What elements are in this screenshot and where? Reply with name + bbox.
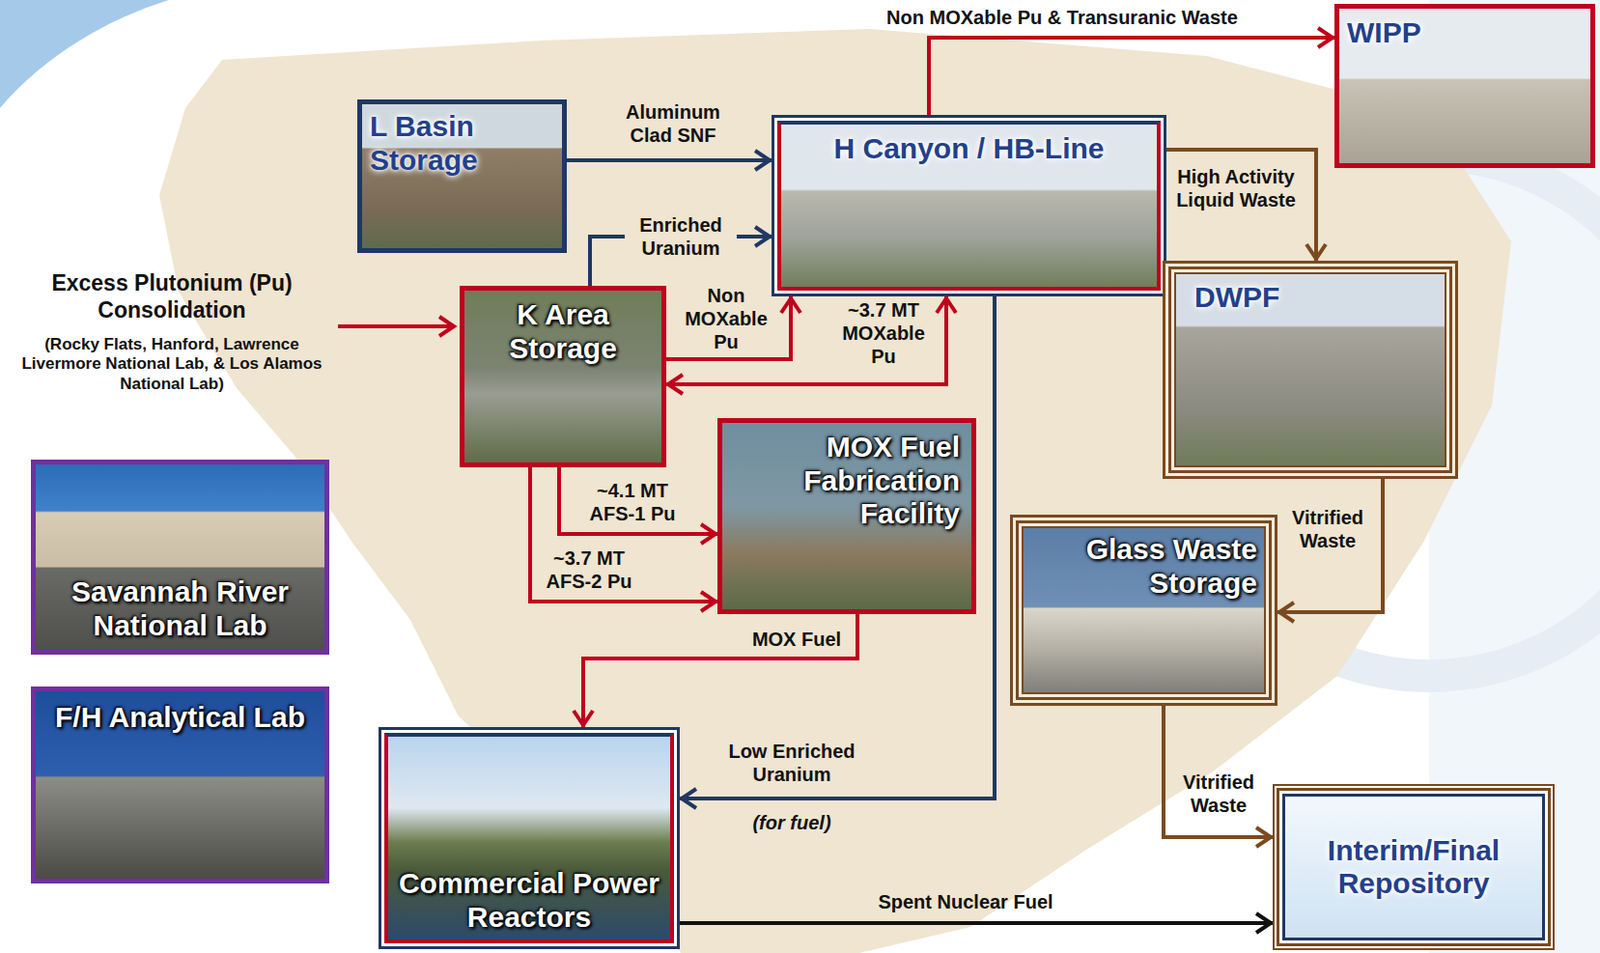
arrow-head (1306, 244, 1326, 259)
node-title: Commercial Power Reactors (395, 867, 663, 934)
flow-label-text: Non MOXable Pu & Transuranic Waste (886, 5, 1238, 29)
flow-line (530, 467, 718, 602)
facility-box: DWPF (1168, 266, 1453, 474)
arrow-head (1256, 827, 1271, 847)
flow-label: Aluminum Clad SNF (615, 100, 731, 147)
flow-label-text: Enriched Uranium (624, 212, 737, 261)
flow-label: Spent Nuclear Fuel (877, 890, 1053, 914)
node-title: DWPF (1194, 280, 1280, 315)
inflow-arrow-head (439, 316, 454, 337)
flow-arrow (928, 28, 1335, 115)
arrow-head (781, 298, 801, 313)
flow-label: ~3.7 MT AFS-2 Pu (540, 546, 638, 593)
lab-box: Savannah River National Lab (30, 459, 330, 655)
flow-line (1277, 478, 1383, 613)
flow-label-text: Vitrified Waste (1279, 505, 1376, 553)
flow-arrow (530, 467, 718, 612)
storage-box: Glass Waste Storage (1015, 520, 1272, 701)
flow-label: ~4.1 MT AFS-1 Pu (584, 478, 681, 526)
corner-swoosh (0, 0, 169, 109)
arrow-head (1279, 602, 1294, 622)
flow-label: ~3.7 MT MOXable Pu (838, 298, 930, 368)
inflow-arrow-line (337, 324, 454, 329)
flow-line (928, 37, 1335, 115)
flow-label-text: Aluminum Clad SNF (615, 100, 731, 147)
note-text: (Rocky Flats, Hanford, Lawrence Livermor… (10, 335, 335, 394)
flow-arrow (1163, 705, 1273, 847)
arrow-head (668, 374, 683, 394)
flow-line (1163, 705, 1273, 838)
flow-label: Low Enriched Uranium (719, 739, 865, 786)
flow-label: Non MOXable Pu (680, 283, 773, 354)
arrow-head (701, 524, 716, 544)
node-title: MOX Fuel Fabrication Facility (733, 430, 960, 532)
flow-label: Vitrified Waste (1279, 505, 1376, 553)
flow-label: Vitrified Waste (1170, 770, 1267, 817)
facility-box: H Canyon / HB-Line (777, 120, 1161, 291)
flow-label-text: Spent Nuclear Fuel (877, 890, 1053, 914)
node-title: L Basin Storage (369, 110, 555, 177)
flow-line (679, 296, 995, 799)
node-title: Glass Waste Storage (1030, 533, 1258, 600)
flow-arrow (679, 296, 995, 809)
note-label: Excess Plutonium (Pu) Consolidation (12, 270, 332, 324)
arrow-head (573, 710, 593, 726)
note-text: (for fuel) (752, 811, 831, 835)
flow-label-text: ~3.7 MT MOXable Pu (838, 298, 930, 368)
storage-box: L Basin Storage (357, 99, 567, 253)
flow-label-text: ~3.7 MT AFS-2 Pu (540, 546, 638, 593)
flow-line (559, 467, 718, 534)
note-text: Excess Plutonium (Pu) Consolidation (12, 270, 332, 324)
flow-line (566, 158, 772, 163)
reactor-box: Commercial Power Reactors (384, 732, 674, 944)
flow-label-text: MOX Fuel (752, 627, 842, 651)
facility-box: MOX Fuel Fabrication Facility (717, 418, 977, 615)
flow-label-text: Non MOXable Pu (680, 283, 773, 354)
arrow-head (1318, 28, 1333, 48)
flow-label-text: ~4.1 MT AFS-1 Pu (584, 478, 681, 526)
arrow-head (1256, 913, 1271, 933)
flow-arrow (559, 467, 718, 544)
repository-box: Interim/Final Repository (1282, 793, 1545, 941)
flow-line (679, 921, 1273, 926)
arrow-head (936, 298, 956, 313)
flow-label-text: Vitrified Waste (1170, 770, 1267, 817)
flow-label: Non MOXable Pu & Transuranic Waste (886, 5, 1238, 29)
node-title: Interim/Final Repository (1294, 834, 1533, 901)
flow-label: MOX Fuel (752, 627, 842, 651)
node-title: H Canyon / HB-Line (833, 132, 1104, 167)
node-title: WIPP (1347, 16, 1422, 51)
node-title: F/H Analytical Lab (55, 701, 306, 735)
flow-arrow (573, 614, 858, 728)
flow-arrow (679, 913, 1273, 933)
arrow-head (701, 591, 716, 612)
node-title: Savannah River National Lab (45, 575, 315, 643)
flow-arrow (566, 150, 772, 170)
lab-box: F/H Analytical Lab (30, 686, 330, 884)
arrow-head (755, 226, 770, 247)
node-title: K Area Storage (472, 298, 654, 365)
arrow-head (681, 788, 697, 809)
note-label: (Rocky Flats, Hanford, Lawrence Livermor… (10, 335, 335, 394)
flow-label-text: High Activity Liquid Waste (1163, 165, 1309, 212)
note-label: (for fuel) (752, 811, 831, 835)
flow-label: Enriched Uranium (624, 212, 737, 261)
facility-box: WIPP (1334, 3, 1596, 169)
flow-line (583, 614, 858, 728)
storage-box: K Area Storage (459, 285, 667, 468)
flow-label: High Activity Liquid Waste (1163, 165, 1309, 212)
flow-label-text: Low Enriched Uranium (719, 739, 865, 786)
flow-arrow (1277, 478, 1383, 622)
arrow-head (755, 150, 770, 170)
